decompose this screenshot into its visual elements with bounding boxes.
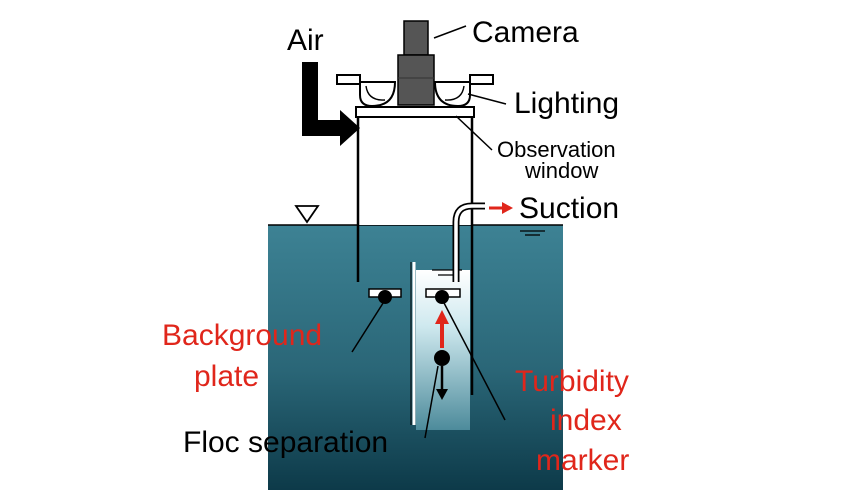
- water-level-triangle-icon: [294, 205, 320, 224]
- label-air: Air: [287, 24, 324, 57]
- label-marker: marker: [536, 444, 629, 477]
- leader-observation-window: [455, 115, 493, 151]
- label-plate: plate: [194, 360, 259, 393]
- label-camera: Camera: [472, 16, 579, 49]
- leader-lighting: [467, 93, 507, 105]
- settling-arrow-icon: [436, 366, 448, 400]
- label-lighting: Lighting: [514, 87, 619, 120]
- observation-window: [355, 106, 475, 118]
- label-observation-window-2: window: [524, 158, 598, 183]
- label-observation-window-1: Observation: [497, 137, 616, 162]
- leader-turbidity: [442, 300, 506, 421]
- lighting-left: [336, 74, 397, 108]
- leader-floc: [424, 365, 439, 439]
- settling-floc-dot: [434, 350, 450, 366]
- air-flow-arrow-icon: [302, 62, 360, 146]
- leader-background-plate: [351, 299, 386, 353]
- turbidity-marker-dot: [435, 290, 449, 304]
- leader-camera: [433, 25, 467, 39]
- label-background: Background: [162, 319, 322, 352]
- rising-arrow-icon: [435, 310, 449, 348]
- label-index: index: [550, 404, 622, 437]
- water-level-ticks-icon: [520, 230, 545, 236]
- label-turbidity: Turbidity: [515, 365, 629, 398]
- suction-arrow-icon: [489, 202, 513, 214]
- background-plate-dot: [378, 290, 392, 304]
- label-floc-separation: Floc separation: [183, 426, 388, 459]
- suction-tube: [452, 202, 485, 282]
- camera-icon: [397, 20, 435, 106]
- cylinder-upper: [358, 112, 472, 225]
- lighting-right: [433, 74, 494, 108]
- label-suction: Suction: [519, 192, 619, 225]
